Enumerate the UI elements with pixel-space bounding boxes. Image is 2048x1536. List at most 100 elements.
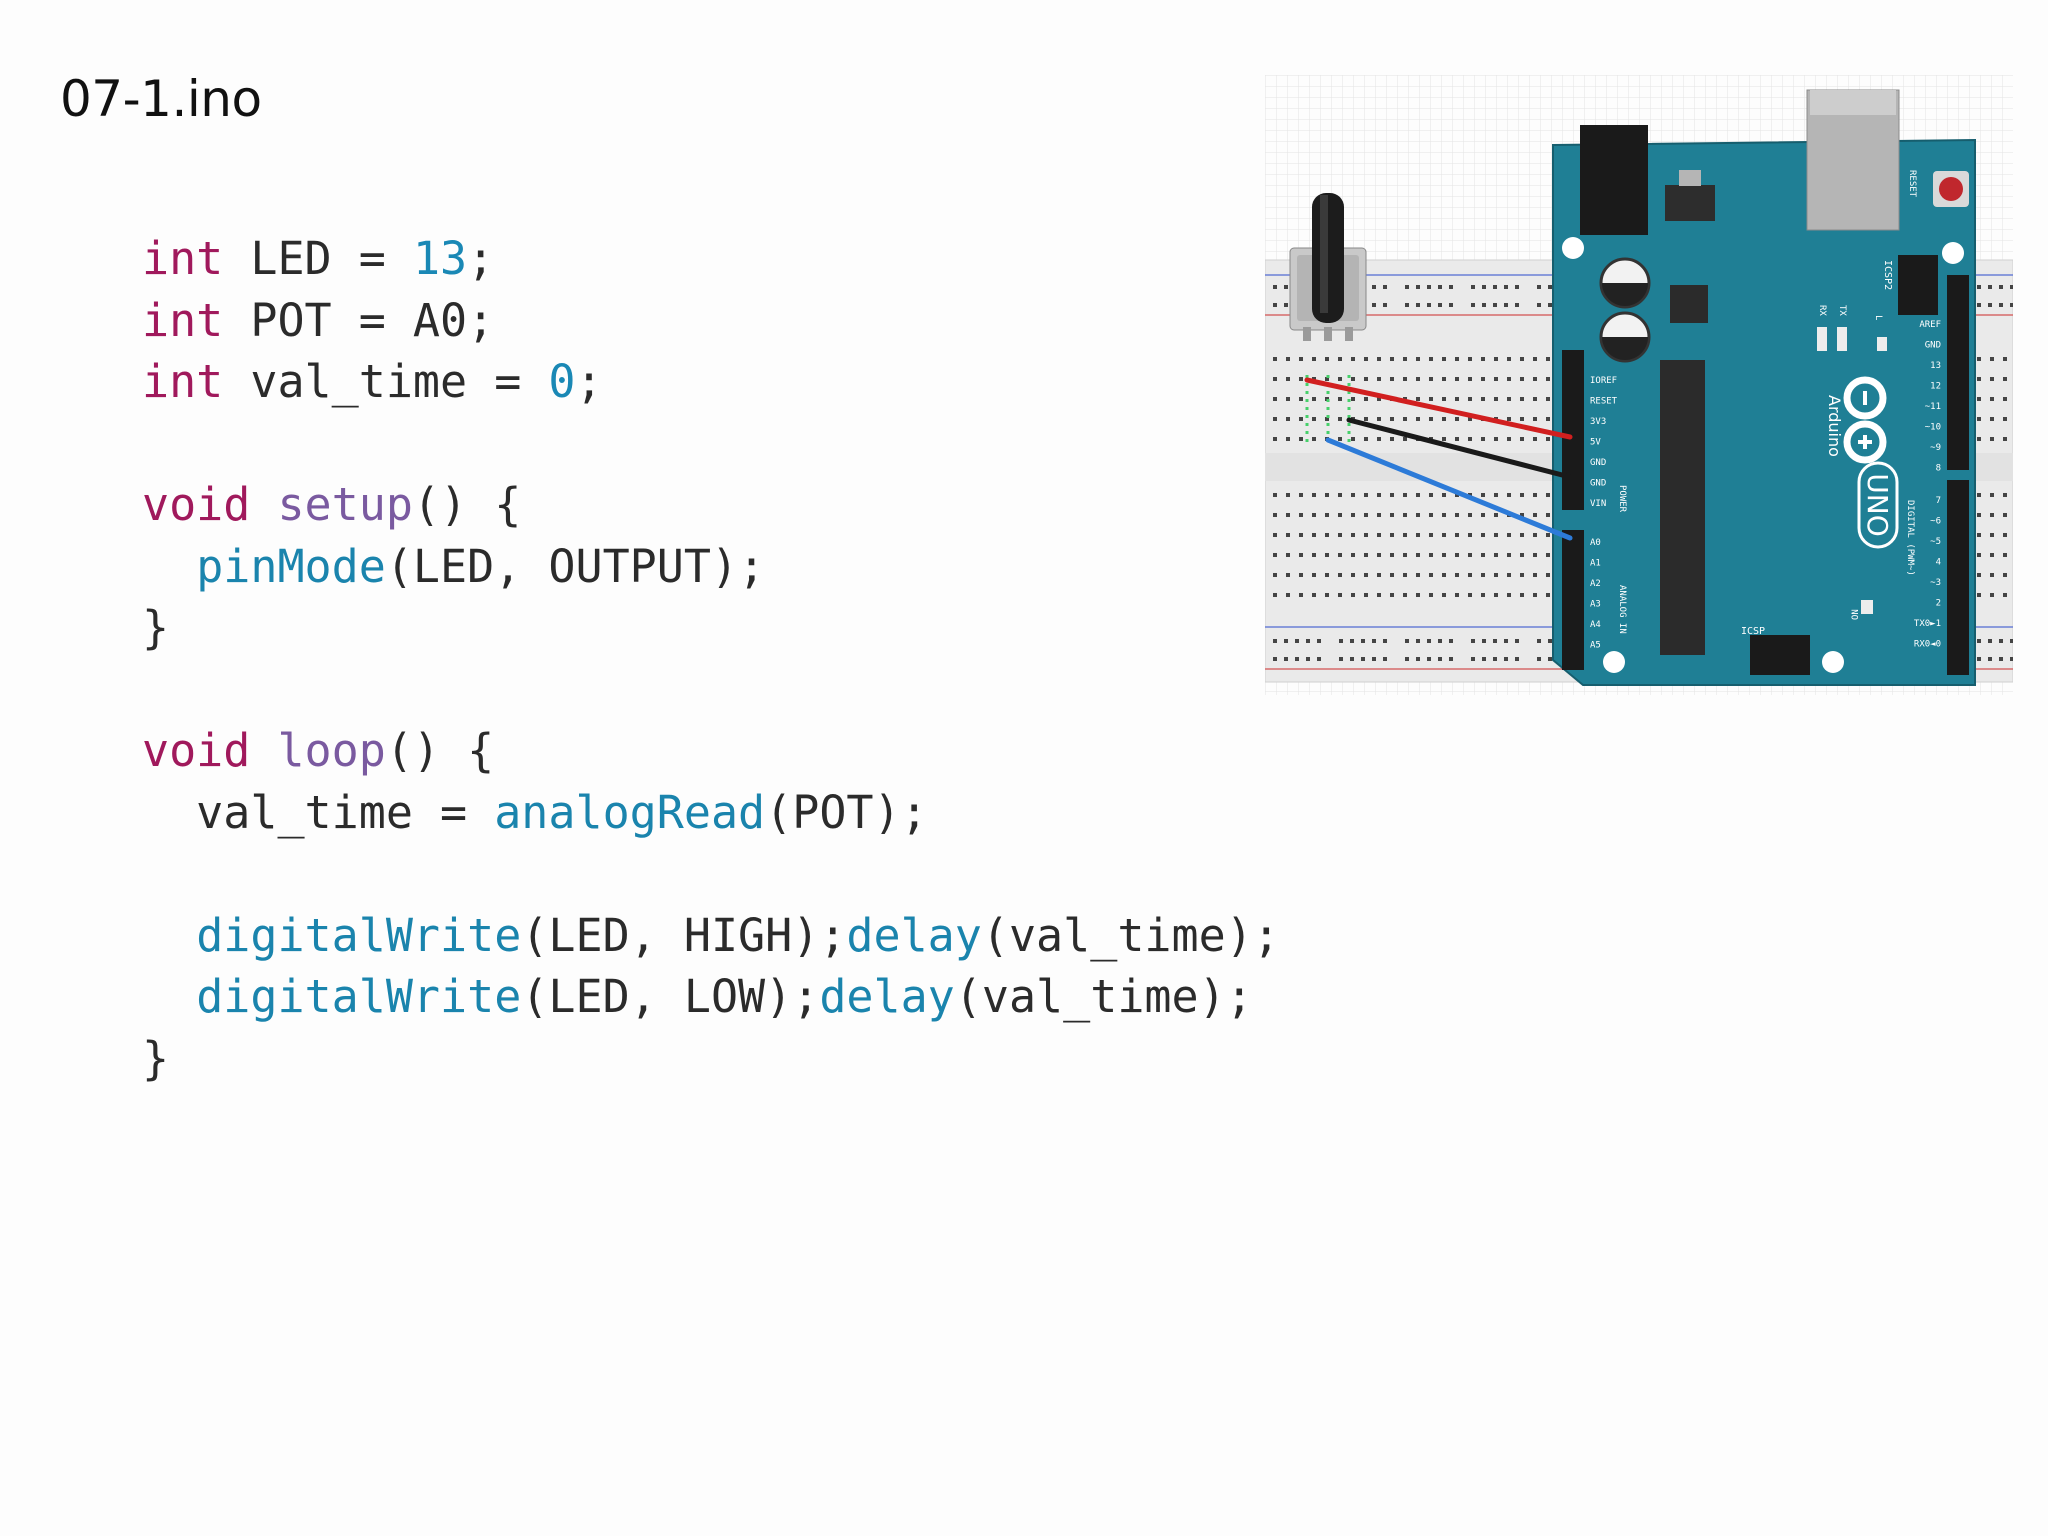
- pin-label: ~5: [1930, 537, 1941, 547]
- power-jack: [1580, 125, 1648, 235]
- code-token: (LED, LOW);: [521, 970, 820, 1023]
- digital-header-low: [1947, 480, 1969, 675]
- code-line: [142, 843, 1280, 905]
- pin-label: ~11: [1925, 402, 1941, 412]
- code-token: 0: [548, 355, 576, 408]
- wire-a0: [1325, 437, 1573, 541]
- atmega-chip: [1660, 360, 1705, 655]
- uno-text: UNO: [1861, 473, 1894, 536]
- code-token: int: [142, 355, 224, 408]
- code-line: }: [142, 597, 1280, 659]
- code-token: (val_time);: [954, 970, 1253, 1023]
- code-token: ;: [575, 355, 603, 408]
- pin-label: 4: [1936, 558, 1941, 568]
- code-token: }: [142, 601, 170, 654]
- pin-label: A1: [1590, 559, 1601, 569]
- code-line: void loop() {: [142, 720, 1280, 782]
- pin-label: A5: [1590, 641, 1601, 651]
- code-token: void: [142, 478, 251, 531]
- pin-label: 13: [1930, 361, 1941, 371]
- pin-label: GND: [1925, 341, 1941, 351]
- code-token: ;: [467, 232, 495, 285]
- pin-label: ~10: [1925, 423, 1941, 433]
- code-token: [142, 909, 196, 962]
- on-label: ON: [1851, 609, 1861, 620]
- mounting-hole: [1562, 237, 1584, 259]
- reset-label: RESET: [1907, 170, 1917, 198]
- icsp-label: ICSP: [1741, 626, 1765, 637]
- tx-led: [1837, 327, 1847, 351]
- code-token: [142, 970, 196, 1023]
- code-token: }: [142, 1031, 170, 1085]
- pin-label: 2: [1936, 599, 1941, 609]
- code-token: LED =: [223, 232, 413, 285]
- code-token: val_time =: [142, 785, 495, 839]
- capacitors: [1599, 257, 1651, 363]
- code-line: [142, 413, 1280, 475]
- code-token: pinMode: [196, 539, 386, 593]
- code-token: 13: [412, 232, 468, 285]
- pin-label: AREF: [1919, 320, 1941, 330]
- pin-label: 5V: [1590, 438, 1601, 448]
- l-label: L: [1873, 315, 1883, 320]
- icsp2-label: ICSP2: [1882, 260, 1893, 290]
- code-token: digitalWrite: [196, 908, 522, 962]
- pin-label: 3V3: [1590, 417, 1606, 427]
- potentiometer: [1289, 193, 1367, 341]
- pin-label: 7: [1936, 496, 1941, 506]
- mounting-hole: [1822, 651, 1844, 673]
- code-token: delay: [846, 908, 982, 962]
- code-line: }: [142, 1028, 1280, 1090]
- pin-label: ~3: [1930, 578, 1941, 588]
- pin-label: A2: [1590, 579, 1601, 589]
- code-token: delay: [819, 970, 955, 1023]
- analog-header: [1562, 530, 1584, 670]
- code-token: POT = A0;: [223, 293, 495, 347]
- code-line: digitalWrite(LED, LOW);delay(val_time);: [142, 966, 1280, 1028]
- code-token: analogRead: [494, 785, 766, 839]
- rx-label: RX: [1817, 305, 1827, 316]
- arduino-wordmark: Arduino: [1825, 395, 1844, 457]
- pin-label: RESET: [1590, 397, 1618, 407]
- pin-label: 8: [1936, 464, 1941, 474]
- uno-badge: UNO: [1857, 461, 1899, 549]
- arduino-uno-board: Arduino UNO RESET ICSP2 ICSP ON L TX RX …: [1552, 89, 1976, 686]
- on-led: [1861, 600, 1873, 614]
- code-line: val_time = analogRead(POT);: [142, 782, 1280, 844]
- code-token: (val_time);: [981, 908, 1280, 962]
- code-line: digitalWrite(LED, HIGH);delay(val_time);: [142, 905, 1280, 967]
- pin-label: ~9: [1930, 443, 1941, 453]
- code-listing: int LED = 13;int POT = A0;int val_time =…: [142, 228, 1280, 1089]
- tx-label: TX: [1837, 305, 1847, 316]
- power-header: [1562, 350, 1584, 510]
- pin-label: VIN: [1590, 499, 1606, 509]
- mounting-hole: [1603, 651, 1625, 673]
- pin-label: GND: [1590, 458, 1606, 468]
- code-line: int val_time = 0;: [142, 351, 1280, 413]
- code-token: int: [142, 232, 224, 285]
- pin-label: A3: [1590, 600, 1601, 610]
- power-section-label: POWER: [1617, 485, 1627, 513]
- wire-5v: [1304, 377, 1573, 440]
- code-token: setup: [277, 478, 413, 531]
- code-token: [250, 478, 277, 531]
- wire-gnd: [1346, 417, 1573, 480]
- code-token: (POT);: [765, 785, 928, 839]
- pin-label: 12: [1930, 382, 1941, 392]
- pin-label: IOREF: [1590, 376, 1617, 386]
- pin-label: GND: [1590, 479, 1606, 489]
- l-led: [1877, 337, 1887, 351]
- code-token: int: [142, 293, 224, 347]
- code-line: void setup() {: [142, 474, 1280, 536]
- pin-label: TX0►1: [1914, 619, 1941, 629]
- pin-label: A4: [1590, 620, 1601, 630]
- code-line: [142, 659, 1280, 721]
- pot-column-highlight: [1305, 375, 1351, 445]
- code-token: [142, 540, 196, 593]
- pin-label: RX0◄0: [1914, 640, 1941, 650]
- code-token: () {: [412, 478, 522, 531]
- code-token: [250, 724, 277, 777]
- code-line: pinMode(LED, OUTPUT);: [142, 536, 1280, 598]
- sketch-filename: 07-1.ino: [60, 70, 262, 128]
- code-token: val_time =: [223, 355, 549, 408]
